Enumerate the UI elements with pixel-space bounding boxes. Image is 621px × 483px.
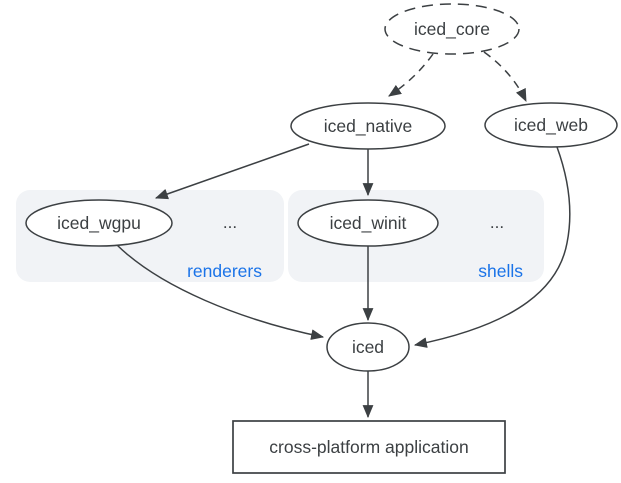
edge-web-to-iced <box>413 146 571 348</box>
iced-wgpu-node <box>25 199 173 247</box>
renderers-group-label: renderers <box>187 261 262 281</box>
edge-core-to-native <box>388 53 434 97</box>
iced-native-node <box>290 102 446 150</box>
iced-web-node <box>484 102 618 148</box>
shells-group-label: shells <box>478 261 523 281</box>
iced-core-label: iced_core <box>414 19 490 40</box>
edge-wgpu-to-iced <box>116 244 325 340</box>
iced-winit-label: iced_winit <box>330 213 407 234</box>
renderers-ellipsis: ... <box>223 213 237 232</box>
iced-wgpu-label: iced_wgpu <box>57 213 141 234</box>
iced-label: iced <box>352 337 384 357</box>
cross-platform-application-label: cross-platform application <box>269 437 468 457</box>
shells-ellipsis: ... <box>490 213 504 232</box>
iced-web-label: iced_web <box>514 115 588 136</box>
iced-native-label: iced_native <box>324 116 413 137</box>
edge-core-to-web <box>483 51 527 102</box>
iced-core-node <box>384 3 520 55</box>
cross-platform-application-node <box>232 420 506 474</box>
edge-native-to-wgpu <box>154 143 310 200</box>
iced-winit-node <box>297 199 439 247</box>
iced-node <box>326 322 410 372</box>
